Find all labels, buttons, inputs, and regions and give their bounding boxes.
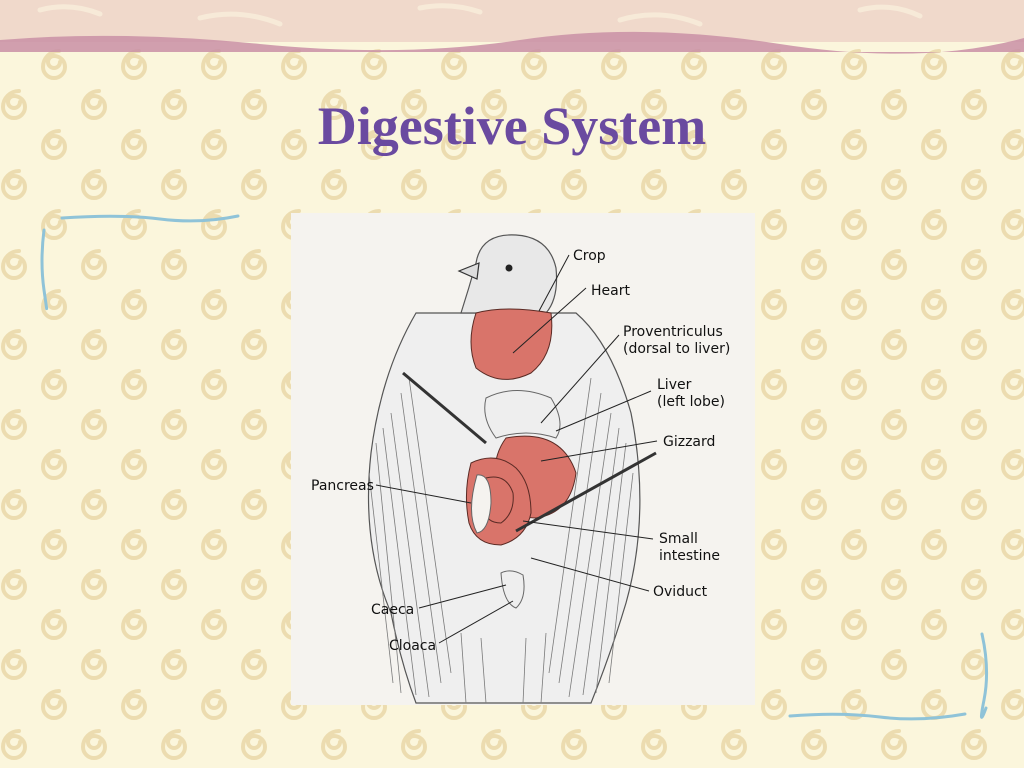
bird-head: [457, 234, 558, 314]
top-border-band: [0, 0, 1024, 54]
label-heart: Heart: [591, 283, 630, 299]
label-liver-note: (left lobe): [657, 394, 725, 410]
organs: [402, 308, 657, 609]
label-small: Small: [659, 531, 698, 547]
label-crop: Crop: [573, 248, 606, 264]
label-intestine: intestine: [659, 548, 720, 564]
label-cloaca: Cloaca: [389, 638, 436, 654]
label-caeca: Caeca: [371, 602, 414, 618]
label-oviduct: Oviduct: [653, 584, 708, 600]
accent-line-top-left: [40, 214, 240, 311]
slide-title: Digestive System: [317, 96, 707, 156]
label-proventriculus: Proventriculus: [623, 324, 723, 340]
diagram-labels: Crop Heart Proventriculus (dorsal to liv…: [311, 248, 730, 654]
accent-line-bottom-right: [788, 632, 989, 721]
liver-organ: [484, 390, 561, 439]
crop-organ: [470, 308, 553, 380]
bird-digestive-diagram: Crop Heart Proventriculus (dorsal to liv…: [291, 213, 755, 705]
leader-lines: [375, 254, 658, 644]
label-pancreas: Pancreas: [311, 478, 374, 494]
caeca-organ: [500, 570, 525, 609]
pancreas-organ: [471, 474, 492, 534]
label-liver: Liver: [657, 377, 692, 393]
label-proventriculus-note: (dorsal to liver): [623, 341, 730, 357]
label-gizzard: Gizzard: [663, 434, 715, 450]
wing-feathers: [368, 377, 634, 704]
